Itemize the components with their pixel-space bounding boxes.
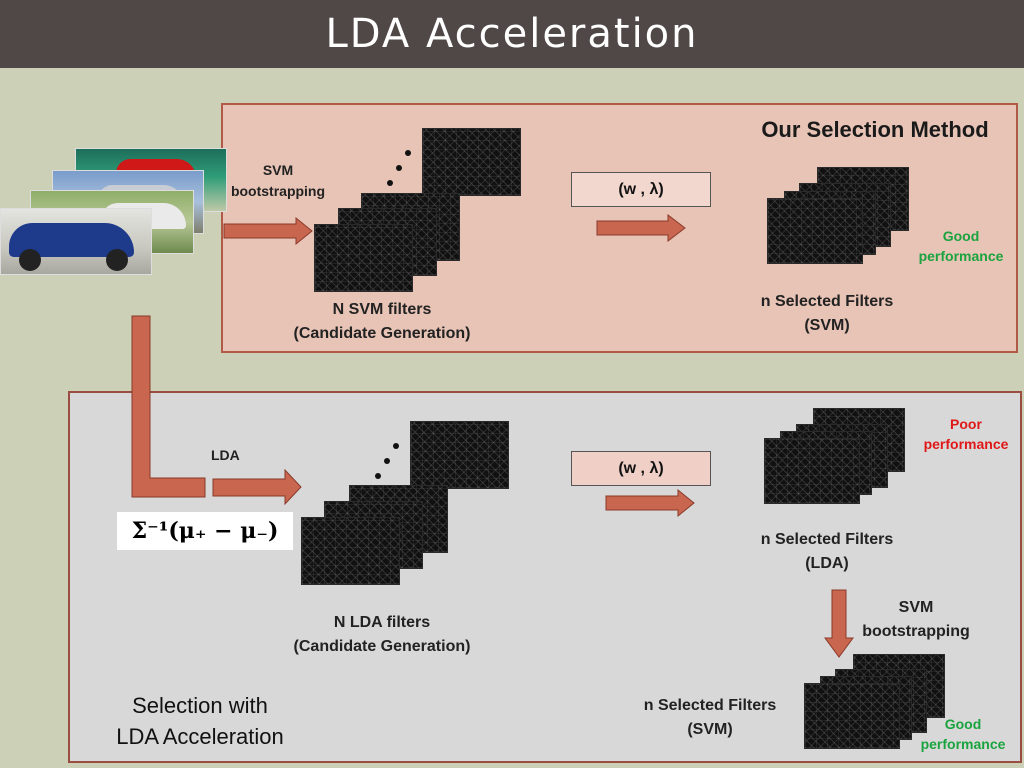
ellipsis-dot bbox=[387, 180, 393, 186]
poor-line1: Poor bbox=[950, 416, 982, 432]
bottom-svm-selected-line2: (SVM) bbox=[687, 721, 733, 738]
top-panel-heading: Our Selection Method bbox=[761, 117, 989, 142]
bottom-svm-bootstrapping-line2: bootstrapping bbox=[862, 623, 970, 640]
ellipsis-dot bbox=[384, 458, 390, 464]
poor-performance: Poor performance bbox=[912, 414, 1020, 454]
top-selected-label: n Selected Filters (SVM) bbox=[735, 290, 919, 338]
bottom-good-line1: Good bbox=[944, 716, 982, 732]
lda-candidates-label: N LDA filters (Candidate Generation) bbox=[270, 611, 494, 659]
ellipsis-dot bbox=[393, 443, 399, 449]
top-good-line2: performance bbox=[918, 248, 1004, 264]
lda-selected-line1: n Selected Filters bbox=[760, 531, 894, 548]
lda-selected-label: n Selected Filters (LDA) bbox=[735, 528, 919, 576]
filter-image bbox=[804, 683, 900, 749]
w-lambda-label-bottom: (w , λ) bbox=[618, 459, 664, 477]
svm-candidates-line2: (Candidate Generation) bbox=[293, 325, 471, 342]
svm-bootstrapping-line2: bootstrapping bbox=[230, 183, 326, 199]
ellipsis-dot bbox=[375, 473, 381, 479]
arrow-lda bbox=[212, 468, 302, 506]
arrow-bootstrap-top bbox=[223, 216, 313, 246]
svm-candidates-line1: N SVM filters bbox=[332, 301, 432, 318]
bottom-svm-bootstrapping-label: SVM bootstrapping bbox=[846, 596, 986, 644]
svm-bootstrapping-label: SVM bootstrapping bbox=[224, 160, 332, 202]
top-good-line1: Good bbox=[942, 228, 980, 244]
svm-bootstrapping-line1: SVM bbox=[262, 162, 294, 178]
bottom-heading-line2: LDA Acceleration bbox=[116, 724, 284, 749]
top-selected-line1: n Selected Filters bbox=[760, 293, 894, 310]
lda-label: LDA bbox=[211, 447, 240, 463]
w-lambda-box-bottom: (w , λ) bbox=[571, 451, 711, 486]
lda-formula: Σ⁻¹(μ₊ − μ₋) bbox=[117, 512, 293, 550]
bottom-good-line2: performance bbox=[920, 736, 1006, 752]
w-lambda-label-top: (w , λ) bbox=[618, 180, 664, 198]
arrow-bootstrap-down bbox=[824, 589, 854, 658]
filter-image bbox=[422, 128, 521, 196]
lda-candidates-line1: N LDA filters bbox=[333, 614, 431, 631]
filter-image bbox=[410, 421, 509, 489]
bottom-svm-bootstrapping-line1: SVM bbox=[898, 599, 934, 616]
arrow-select-top bbox=[596, 213, 686, 243]
title-bar: LDA Acceleration bbox=[0, 0, 1024, 68]
ellipsis-dot bbox=[396, 165, 402, 171]
bottom-svm-selected-line1: n Selected Filters bbox=[643, 697, 777, 714]
svm-candidates-label: N SVM filters (Candidate Generation) bbox=[270, 298, 494, 346]
bottom-good-performance: Good performance bbox=[908, 714, 1018, 754]
top-selected-line2: (SVM) bbox=[804, 317, 850, 334]
filter-image bbox=[767, 198, 863, 264]
slide-title: LDA Acceleration bbox=[325, 11, 699, 57]
car-image-blue bbox=[0, 208, 152, 275]
w-lambda-box-top: (w , λ) bbox=[571, 172, 711, 207]
ellipsis-dot bbox=[405, 150, 411, 156]
filter-image bbox=[314, 224, 413, 292]
arrow-select-bottom bbox=[605, 488, 695, 518]
bottom-svm-selected-label: n Selected Filters (SVM) bbox=[620, 694, 800, 742]
arrow-lda-elbow bbox=[131, 315, 206, 498]
lda-candidates-line2: (Candidate Generation) bbox=[293, 638, 471, 655]
bottom-panel-heading: Selection with LDA Acceleration bbox=[92, 690, 308, 752]
bottom-heading-line1: Selection with bbox=[132, 693, 268, 718]
top-good-performance: Good performance bbox=[905, 226, 1017, 266]
filter-image bbox=[764, 438, 860, 504]
lda-selected-line2: (LDA) bbox=[805, 555, 849, 572]
filter-image bbox=[301, 517, 400, 585]
poor-line2: performance bbox=[923, 436, 1009, 452]
